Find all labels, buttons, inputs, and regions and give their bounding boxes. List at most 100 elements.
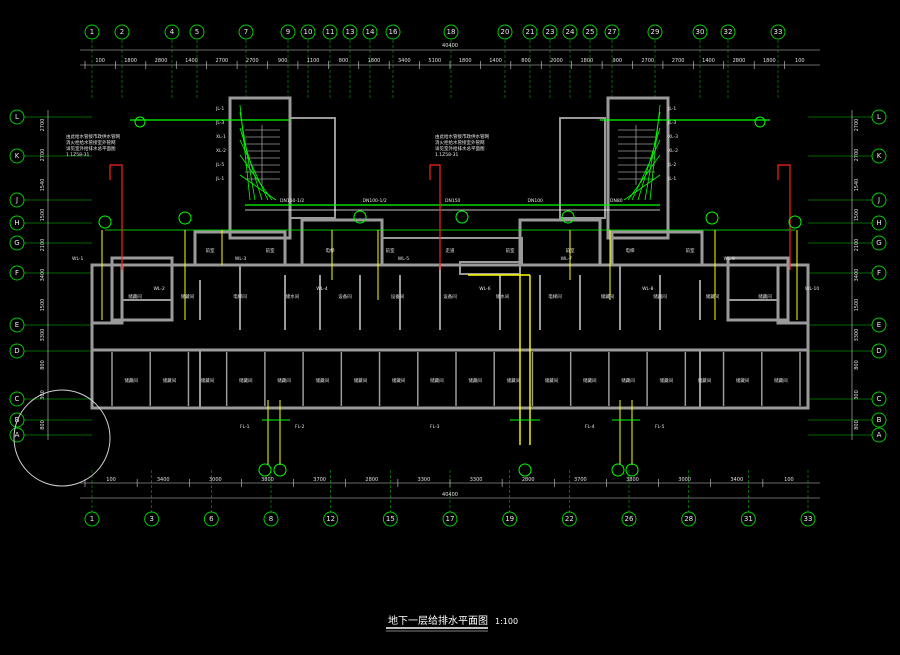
- axis-bubble-left: [9, 265, 25, 281]
- axis-label-left: E: [15, 321, 19, 329]
- axis-label-left: J: [15, 196, 18, 204]
- axis-label-right: G: [876, 239, 881, 247]
- room-label-storage: 储藏间: [392, 377, 406, 384]
- dim-left-segment: 1540: [40, 179, 46, 192]
- storage-partitions: [111, 352, 801, 406]
- dim-top-segment: 100: [795, 58, 805, 64]
- room-label-storage: 储藏间: [124, 377, 138, 384]
- dim-top-segment: 2700: [672, 58, 685, 64]
- axis-label-bottom: 28: [684, 515, 693, 523]
- axis-label-top: 16: [389, 28, 398, 36]
- axis-label-bottom: 19: [505, 515, 514, 523]
- room-label-storage: 储藏间: [621, 377, 635, 384]
- axis-bubble-left: [9, 317, 25, 333]
- main-pipe-label: DN100: [528, 198, 544, 204]
- dim-right-segment: 800: [854, 420, 860, 430]
- axis-bubble-top: [647, 24, 663, 40]
- dim-bottom-segment: 3300: [470, 477, 483, 483]
- axis-bubble-top: [189, 24, 205, 40]
- drawing-title: 地下一层给排水平面图: [388, 614, 488, 627]
- riser-label-right: JL-3: [667, 120, 676, 126]
- dim-top-segment: 1400: [185, 58, 198, 64]
- dim-top-segment: 5100: [428, 58, 441, 64]
- axis-label-bottom: 6: [209, 515, 214, 523]
- note-right: 详见室外给排水总平面图: [435, 145, 485, 152]
- room-label-upper: 前室: [506, 247, 515, 254]
- drain-label: WL-3: [235, 256, 247, 262]
- axis-label-top: 4: [170, 28, 175, 36]
- axis-bubble-top: [692, 24, 708, 40]
- riser-label-left: XL-2: [216, 148, 226, 154]
- note-right: 消火栓给水管接室外管网: [435, 139, 485, 146]
- dim-bottom-segment: 3800: [261, 477, 274, 483]
- axis-label-top: 18: [447, 28, 456, 36]
- axis-label-top: 14: [366, 28, 375, 36]
- riser-label-right: XL-3: [668, 134, 678, 140]
- note-left: 消火栓给水管接室外管网: [66, 139, 116, 146]
- axis-bubble-left: [9, 235, 25, 251]
- axis-label-top: 2: [120, 28, 124, 36]
- main-pipe-label: DN150-1/2: [280, 198, 304, 204]
- axis-bubble-top: [542, 24, 558, 40]
- axis-label-top: 25: [586, 28, 595, 36]
- dim-top-segment: 1800: [459, 58, 472, 64]
- pipe-network: [98, 104, 802, 477]
- axis-label-bottom: 1: [90, 515, 94, 523]
- dim-bottom-segment: 3400: [157, 477, 170, 483]
- drain-label: WL-10: [805, 286, 819, 292]
- room-label-storage: 储藏间: [277, 377, 291, 384]
- axis-bubble-bottom: [561, 511, 577, 527]
- dim-right-segment: 1540: [854, 179, 860, 192]
- dim-bottom-segment: 3000: [209, 477, 222, 483]
- drawing-title-block: 地下一层给排水平面图 1:100: [386, 614, 518, 632]
- axis-label-bottom: 31: [744, 515, 753, 523]
- axis-bubble-top: [770, 24, 786, 40]
- axis-label-top: 21: [526, 28, 535, 36]
- riser-label-right: JL-2: [667, 162, 676, 168]
- dim-top-segment: 1800: [581, 58, 594, 64]
- room-label-storage: 储藏间: [201, 377, 215, 384]
- room-label-middle: 设备间: [338, 293, 352, 300]
- dim-left-segment: 3400: [40, 269, 46, 282]
- dim-top-segment: 800: [339, 58, 349, 64]
- room-label-storage: 储藏间: [468, 377, 482, 384]
- axis-label-right: B: [877, 416, 882, 424]
- axis-label-top: 32: [724, 28, 733, 36]
- axis-bubble-bottom: [382, 511, 398, 527]
- axis-label-right: C: [877, 395, 882, 403]
- dim-top-segment: 1400: [702, 58, 715, 64]
- room-label-middle: 设备间: [443, 293, 457, 300]
- dim-top-segment: 900: [278, 58, 288, 64]
- axis-label-bottom: 17: [446, 515, 455, 523]
- room-label-upper: 前室: [266, 247, 275, 254]
- axis-bubble-top: [582, 24, 598, 40]
- riser-label-left: JL-1: [215, 176, 224, 182]
- room-label-middle: 储藏间: [653, 293, 667, 300]
- dim-top-segment: 2800: [733, 58, 746, 64]
- dim-bottom-segment: 3700: [574, 477, 587, 483]
- axis-label-bottom: 22: [565, 515, 574, 523]
- dim-right-segment: 2700: [854, 119, 860, 132]
- dim-bottom-total: 40400: [442, 492, 458, 498]
- riser-label-right: XL-2: [668, 148, 678, 154]
- axis-bubble-right: [871, 235, 887, 251]
- axis-bubble-bottom: [621, 511, 637, 527]
- room-label-upper: 前室: [386, 247, 395, 254]
- axis-bubble-top: [342, 24, 358, 40]
- axis-bubble-top: [720, 24, 736, 40]
- dim-top-segment: 2700: [216, 58, 229, 64]
- room-label-middle: 储藏间: [181, 293, 195, 300]
- axis-bubble-bottom: [203, 511, 219, 527]
- axis-label-bottom: 26: [625, 515, 634, 523]
- axis-label-top: 1: [90, 28, 94, 36]
- axis-bubble-top: [238, 24, 254, 40]
- dim-bottom-segment: 3800: [626, 477, 639, 483]
- main-pipe-label: DN80: [610, 198, 623, 204]
- dim-left-segment: 3300: [40, 329, 46, 342]
- room-label-middle: 储藏间: [128, 293, 142, 300]
- axis-label-bottom: 12: [326, 515, 335, 523]
- drain-label: WL-7: [561, 256, 573, 262]
- room-label-storage: 储藏间: [163, 377, 177, 384]
- axis-bubble-right: [871, 265, 887, 281]
